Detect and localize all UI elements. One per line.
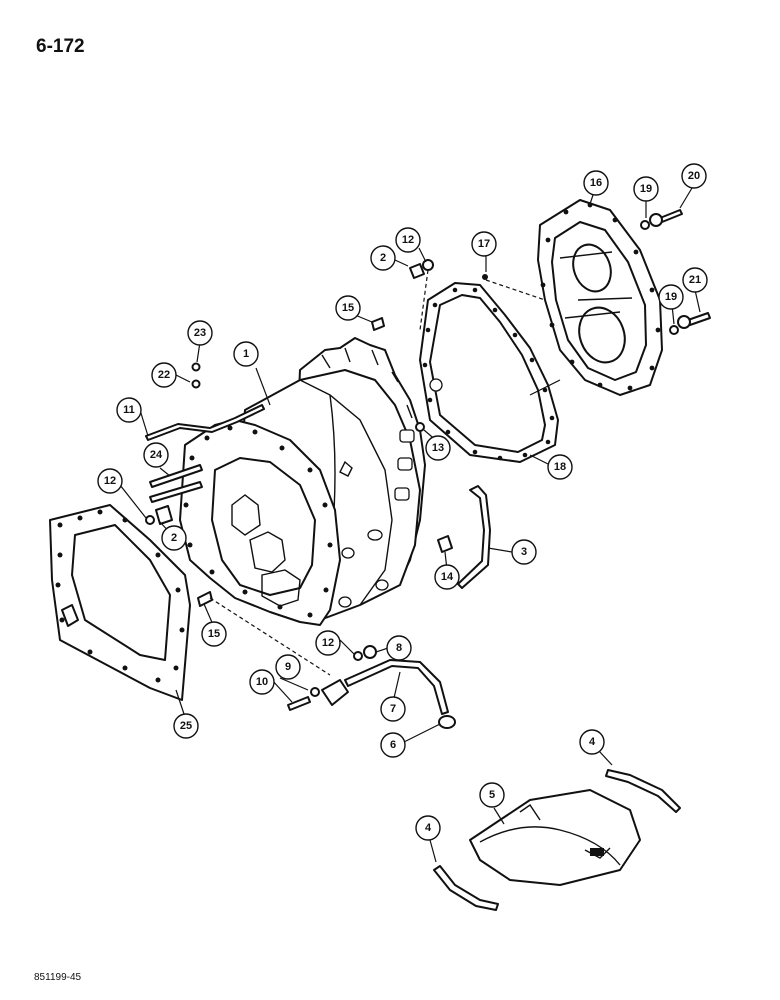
svg-text:12: 12 — [104, 475, 116, 487]
callout-23: 23 — [187, 320, 213, 346]
callout-4: 4 — [579, 729, 605, 755]
svg-text:20: 20 — [688, 170, 700, 182]
callouts: 1 2 2 3 4 4 5 6 7 8 9 10 11 12 12 12 13 … — [97, 163, 708, 841]
svg-text:9: 9 — [285, 661, 291, 673]
svg-text:2: 2 — [171, 532, 177, 544]
svg-text:13: 13 — [432, 442, 444, 454]
callout-21: 21 — [682, 267, 708, 293]
svg-text:5: 5 — [489, 789, 495, 801]
callout-12: 12 — [395, 227, 421, 253]
callout-2: 2 — [370, 245, 396, 271]
callout-18: 18 — [547, 454, 573, 480]
svg-text:24: 24 — [150, 449, 163, 461]
callout-2: 2 — [161, 525, 187, 551]
svg-text:11: 11 — [123, 404, 135, 416]
svg-text:22: 22 — [158, 369, 170, 381]
callout-3: 3 — [511, 539, 537, 565]
callout-12: 12 — [315, 630, 341, 656]
svg-text:8: 8 — [396, 642, 402, 654]
callout-22: 22 — [151, 362, 177, 388]
callout-17: 17 — [471, 231, 497, 257]
drawing-id: 851199-45 — [34, 972, 82, 983]
callout-25: 25 — [173, 713, 199, 739]
callout-15: 15 — [335, 295, 361, 321]
callout-11: 11 — [116, 397, 142, 423]
svg-text:18: 18 — [554, 461, 566, 473]
svg-text:4: 4 — [589, 736, 596, 748]
svg-text:4: 4 — [425, 822, 432, 834]
main-housing — [179, 337, 426, 626]
callout-14: 14 — [434, 564, 460, 590]
callout-4: 4 — [415, 815, 441, 841]
tubes — [145, 404, 491, 715]
svg-text:15: 15 — [208, 628, 220, 640]
callout-6: 6 — [380, 732, 406, 758]
rear-gasket — [419, 282, 559, 463]
callout-8: 8 — [386, 635, 412, 661]
callout-24: 24 — [143, 442, 169, 468]
callout-19: 19 — [633, 176, 659, 202]
callout-16: 16 — [583, 170, 609, 196]
svg-text:2: 2 — [380, 252, 386, 264]
svg-text:14: 14 — [441, 571, 454, 583]
hardware — [145, 209, 711, 729]
svg-text:6: 6 — [390, 739, 396, 751]
front-gasket — [49, 504, 191, 701]
svg-text:12: 12 — [322, 637, 334, 649]
callout-7: 7 — [380, 696, 406, 722]
svg-text:19: 19 — [640, 183, 652, 195]
callout-12: 12 — [97, 468, 123, 494]
svg-text:10: 10 — [256, 676, 268, 688]
callout-13: 13 — [425, 435, 451, 461]
svg-text:21: 21 — [689, 274, 701, 286]
svg-text:1: 1 — [243, 348, 249, 360]
callout-19: 19 — [658, 284, 684, 310]
callout-15: 15 — [201, 621, 227, 647]
svg-text:17: 17 — [478, 238, 490, 250]
page-number: 6-172 — [36, 36, 85, 57]
callout-20: 20 — [681, 163, 707, 189]
callout-5: 5 — [479, 782, 505, 808]
callout-1: 1 — [233, 341, 259, 367]
svg-text:19: 19 — [665, 291, 677, 303]
svg-text:12: 12 — [402, 234, 414, 246]
callout-9: 9 — [275, 654, 301, 680]
svg-text:15: 15 — [342, 302, 354, 314]
svg-text:3: 3 — [521, 546, 527, 558]
rear-cover-plate — [529, 199, 663, 396]
svg-text:23: 23 — [194, 327, 206, 339]
svg-text:7: 7 — [390, 703, 396, 715]
thrust-washers-and-bearing — [433, 769, 681, 911]
svg-text:16: 16 — [590, 177, 602, 189]
callout-10: 10 — [249, 669, 275, 695]
svg-text:25: 25 — [180, 720, 192, 732]
